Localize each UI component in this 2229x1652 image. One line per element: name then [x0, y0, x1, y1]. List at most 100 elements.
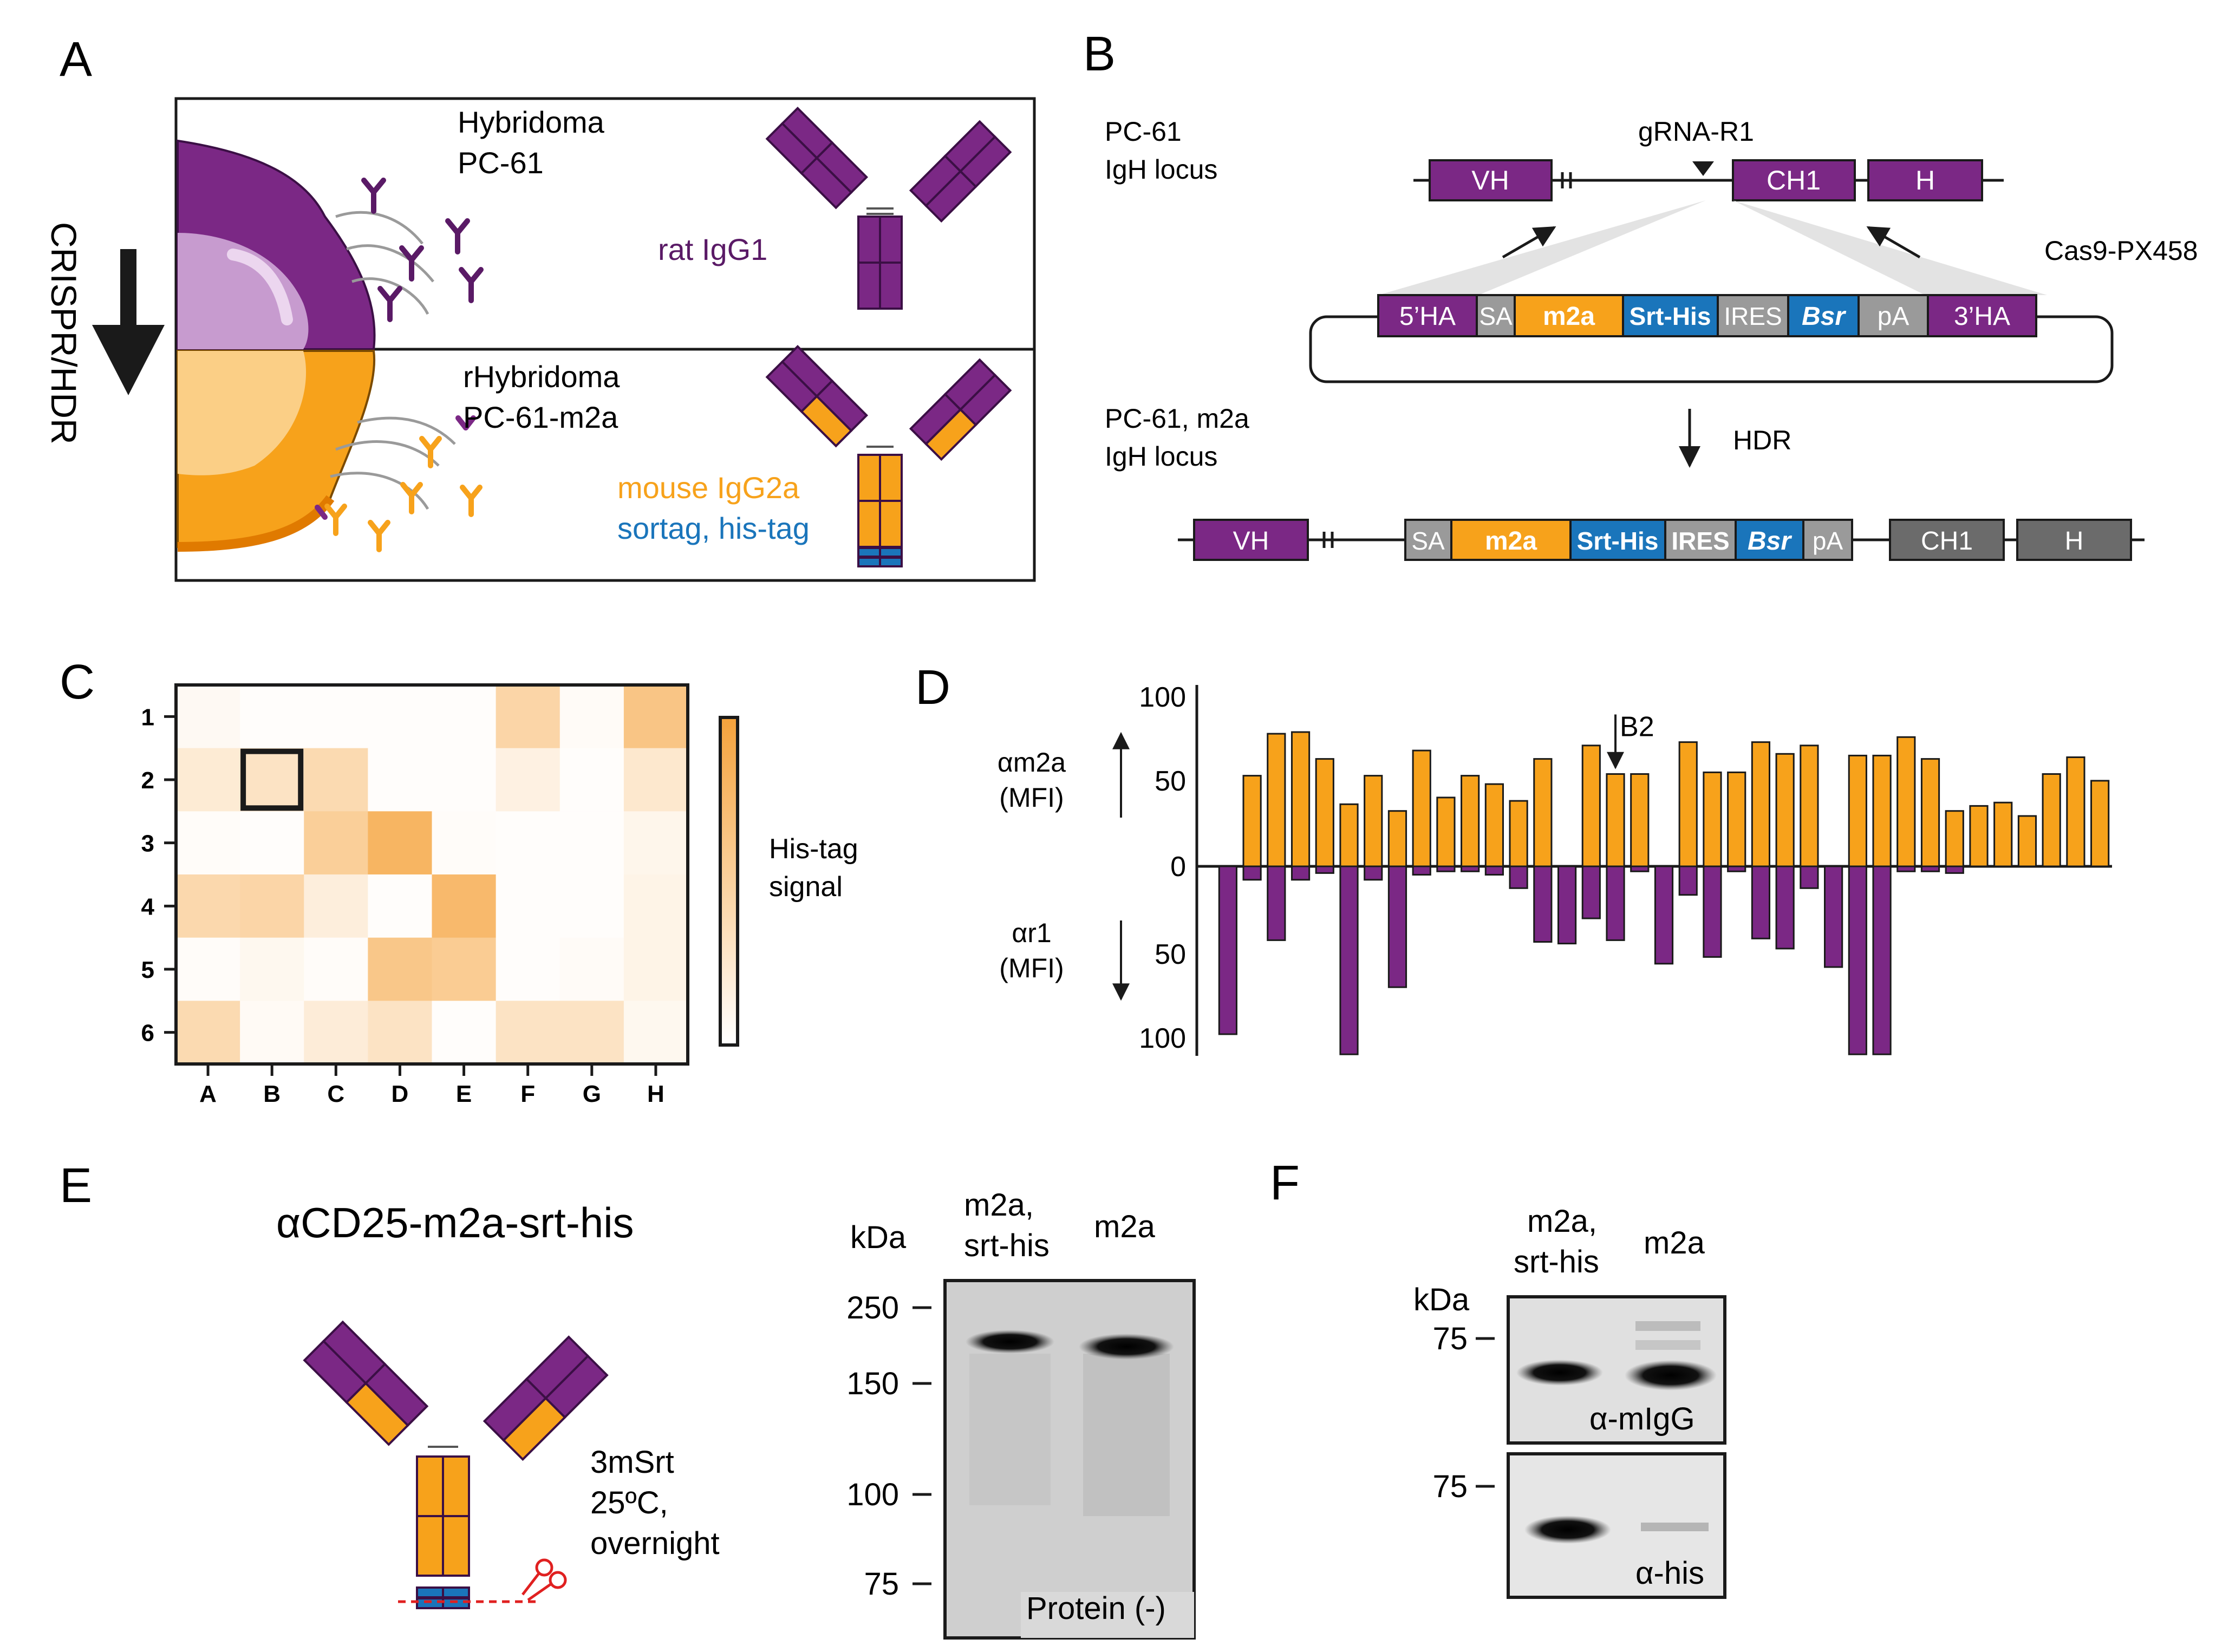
ar1-bar — [1509, 865, 1528, 889]
heatmap-cell-E1 — [432, 685, 497, 749]
condition-line3: overnight — [590, 1526, 720, 1561]
am2a-bar — [1920, 758, 1940, 867]
heatmap-cell-B6 — [240, 1001, 304, 1065]
ar1-bar — [1291, 865, 1311, 881]
blot-mIgG-faint2 — [1635, 1340, 1700, 1350]
small-antibodies-bottom — [315, 415, 483, 552]
heatmap-cell-C2 — [304, 748, 368, 812]
svg-text:Bsr: Bsr — [1748, 527, 1792, 556]
svg-text:pA: pA — [1813, 527, 1843, 555]
gel-blot-label: Protein (-) — [1026, 1591, 1166, 1626]
heatmap-cell-E3 — [432, 811, 497, 875]
panel-a-label: A — [60, 32, 92, 87]
heatmap-cell-B4 — [240, 874, 304, 938]
am2a-bar — [1703, 771, 1722, 867]
d-ytick-100-bottom: 100 — [1139, 1023, 1186, 1054]
heatmap-legend-line2: signal — [769, 871, 843, 903]
heatmap-col-label: B — [263, 1081, 281, 1107]
am2a-bar — [1800, 745, 1819, 867]
am2a-bar — [1267, 733, 1286, 867]
locus1-segment-h: H — [1867, 159, 1983, 201]
d-bottom-axis-line1: αr1 — [1012, 918, 1051, 948]
panel-a: A CRISPR/HDR — [44, 32, 1036, 582]
heatmap-cell-C3 — [304, 811, 368, 875]
am2a-bar — [1364, 775, 1383, 867]
svg-text:3’HA: 3’HA — [1954, 302, 2010, 331]
panel-b: B PC-61 IgH locus gRNA-R1 VH CH1 H Cas9-… — [1083, 27, 2198, 561]
donor-cassette: 5’HA SA m2a Srt-His IRES Bsr pA 3’HA — [1377, 294, 2037, 337]
locus1-segment-vh: VH — [1429, 159, 1553, 201]
blot-lane1-line2: srt-his — [1514, 1244, 1599, 1279]
top-cell-id: PC-61 — [458, 146, 544, 180]
locus1-sub: IgH locus — [1105, 154, 1217, 185]
svg-text:CH1: CH1 — [1767, 165, 1821, 195]
am2a-bar — [1606, 773, 1625, 867]
gel-kda-label: kDa — [850, 1220, 907, 1255]
d-ytick-50-bottom: 50 — [1155, 939, 1186, 970]
svg-text:IRES: IRES — [1671, 527, 1729, 555]
panel-b-label: B — [1083, 27, 1116, 81]
am2a-bar — [2042, 773, 2061, 867]
antibody-rat-igg1 — [765, 106, 1012, 310]
heatmap-legend-line1: His-tag — [769, 833, 858, 865]
heatmap-cell-D6 — [368, 1001, 432, 1065]
ar1-bar — [1775, 865, 1795, 950]
bottom-cell-line: rHybridoma — [463, 360, 620, 394]
svg-text:H: H — [1915, 165, 1935, 195]
heatmap-cell-C5 — [304, 937, 368, 1001]
ar1-bar — [1800, 865, 1819, 889]
crispr-arrow-head — [92, 325, 165, 395]
ar1-bar — [1848, 865, 1867, 1055]
heatmap-col-label: D — [392, 1081, 409, 1107]
bottom-cell-id: PC-61-m2a — [463, 400, 618, 434]
heatmap-cell-F6 — [496, 1001, 560, 1065]
scissors-icon — [522, 1558, 567, 1602]
heatmap-cell-F1 — [496, 685, 560, 749]
svg-text:VH: VH — [1233, 527, 1269, 556]
heatmap-frame — [174, 683, 689, 1066]
antibody-mouse-igg2a — [765, 344, 1012, 567]
heatmap-col-label: E — [456, 1081, 472, 1107]
am2a-bar — [1678, 741, 1698, 867]
top-isotype: rat IgG1 — [658, 232, 767, 266]
secretion-lines-top — [335, 211, 434, 315]
heatmap-row-label: 6 — [141, 1020, 154, 1047]
heatmap-cell-A1 — [176, 685, 240, 749]
heatmap-cell-D3 — [368, 811, 432, 875]
svg-text:75: 75 — [1432, 1321, 1468, 1356]
ar1-bar — [1436, 865, 1456, 872]
ar1-bar — [1484, 865, 1504, 876]
heatmap-row-label: 1 — [141, 704, 154, 730]
gel-band-lane2 — [1079, 1334, 1174, 1360]
am2a-bar — [1315, 758, 1334, 867]
panel-e: E αCD25-m2a-srt-his — [60, 1159, 1196, 1640]
ar1-bar — [1315, 865, 1334, 874]
heatmap-col-label: G — [583, 1081, 601, 1107]
heatmap-cell-C6 — [304, 1001, 368, 1065]
ar1-bar — [1896, 865, 1916, 872]
d-top-axis-line2: (MFI) — [999, 782, 1064, 813]
svg-text:Bsr: Bsr — [1802, 302, 1846, 331]
heatmap-cell-F4 — [496, 874, 560, 938]
heatmap-cell-A5 — [176, 937, 240, 1001]
blot-markers: 75 75 — [1432, 1321, 1495, 1504]
blot-kda-label: kDa — [1413, 1282, 1470, 1317]
blot-lane2: m2a — [1644, 1225, 1705, 1261]
am2a-bar — [1436, 796, 1456, 867]
d-top-axis-line1: αm2a — [998, 747, 1066, 778]
d-ytick-100-top: 100 — [1139, 682, 1186, 713]
blot-his-band-lane2 — [1641, 1523, 1709, 1531]
grna-label: gRNA-R1 — [1638, 116, 1754, 147]
heatmap-cell-H5 — [623, 937, 688, 1001]
heatmap-cell-G5 — [559, 937, 624, 1001]
heatmap-row-label: 3 — [141, 831, 154, 857]
heatmap-cell-A2 — [176, 748, 240, 812]
panel-d: D 100 50 0 50 100 αm2a (MFI) αr1 (MFI) B… — [915, 661, 2112, 1056]
am2a-bar — [1727, 771, 1746, 867]
am2a-bar — [2090, 780, 2110, 867]
blot-his-band-lane1 — [1524, 1516, 1611, 1544]
intron-break — [1561, 172, 1572, 188]
